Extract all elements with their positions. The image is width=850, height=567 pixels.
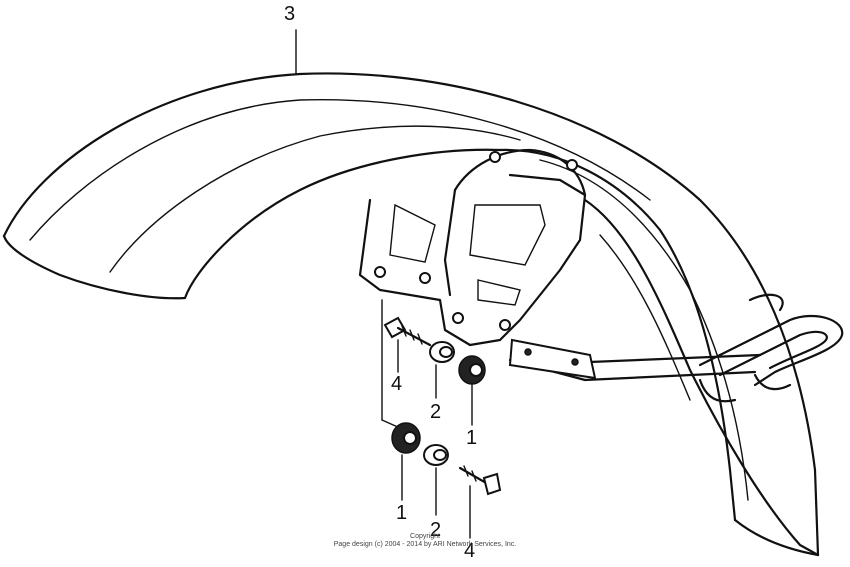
- fender-bracket: [358, 148, 587, 429]
- fender-stay: [508, 293, 844, 403]
- callout-grommet-upper: 1: [466, 427, 478, 449]
- collar-upper: [429, 341, 455, 363]
- callout-bolt-lower: 4: [464, 540, 476, 562]
- grommet-upper: [458, 355, 486, 385]
- callout-fender: 3: [284, 3, 296, 25]
- bolt-lower: [458, 465, 502, 496]
- front-fender: [2, 72, 820, 557]
- collar-lower: [423, 444, 449, 466]
- leader-lines: [295, 29, 473, 539]
- callout-bolt-upper: 4: [391, 373, 403, 395]
- bolt-upper: [383, 316, 432, 347]
- grommet-lower: [391, 422, 421, 454]
- copyright-line-1: Copyright: [410, 533, 440, 540]
- callout-collar-upper: 2: [430, 401, 442, 423]
- callout-collar-lower: 2: [430, 519, 442, 541]
- copyright-line-2: Page design (c) 2004 - 2014 by ARI Netwo…: [333, 541, 517, 548]
- callout-grommet-lower: 1: [396, 502, 408, 524]
